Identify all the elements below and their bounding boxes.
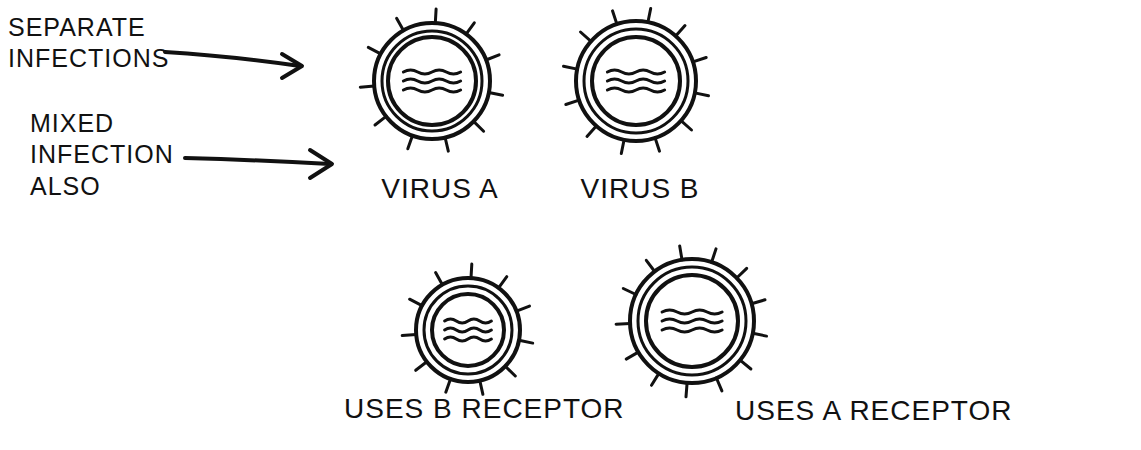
virus-particle [402,264,533,394]
spike-protein [499,277,507,288]
spike-protein [474,121,484,131]
spike-protein [752,300,766,304]
virus-caption: USES A RECEPTOR [735,395,1012,427]
genome-strand [445,337,492,341]
virus-envelope [630,259,754,383]
spike-protein [434,9,438,23]
genome-strand [607,70,664,74]
spike-protein [648,9,651,23]
virus-envelope-inner [584,29,688,133]
spike-protein [466,23,474,34]
spike-protein [737,268,747,278]
spike-protein [740,360,751,369]
spike-protein [712,249,716,262]
virus-envelope-inner [638,267,746,375]
virus-caption: VIRUS B [580,173,699,205]
spike-protein [436,273,443,285]
virus-node: USES A RECEPTOR [620,243,1120,443]
spike-protein [753,333,767,336]
spike-protein [402,334,416,335]
spike-protein [505,366,515,376]
spike-protein [655,138,659,151]
genome-strand [662,328,722,332]
virus-capsid [388,37,476,125]
virus-node: VIRUS B [565,5,715,215]
spike-protein [616,322,630,326]
virus-capsid [592,37,680,125]
spike-protein [410,299,422,306]
spike-protein [446,379,451,392]
arrow-head [310,150,332,178]
spike-protein [445,138,448,152]
spike-protein [375,116,386,125]
virus-envelope-inner [424,286,512,374]
arrow-head [282,54,302,78]
spike-protein [676,26,685,37]
spike-protein [397,18,404,30]
virus-envelope [416,278,520,382]
spike-protein [695,93,709,96]
genome-strand [607,88,664,92]
virus-particle [564,9,709,154]
spike-protein [486,55,499,60]
spike-protein [652,373,659,385]
pointer-arrow [185,158,330,164]
virus-capsid [646,275,738,367]
spike-protein [646,260,654,271]
genome-strand [662,310,722,314]
spike-protein [680,246,682,260]
spike-protein [621,140,624,154]
spike-protein [587,126,596,137]
spike-protein [581,32,592,41]
virus-particle [616,246,766,397]
genome-strand [445,319,492,323]
spike-protein [519,340,533,343]
virus-capsid [432,294,504,366]
virus-caption: USES B RECEPTOR [344,393,625,425]
genome-strand [662,319,722,323]
pointer-arrow [165,52,300,66]
spike-protein [470,264,474,278]
spike-protein [489,93,503,96]
spike-protein [517,306,530,311]
spike-protein [716,378,722,391]
spike-protein [368,47,380,54]
spike-protein [613,11,617,24]
virus-envelope-inner [382,31,482,131]
spike-protein [566,100,579,104]
spike-protein [681,121,692,130]
genome-strand [403,88,460,92]
spike-protein [360,86,374,87]
genome-strand [403,79,460,83]
virus-particle [360,9,502,151]
spike-protein [416,362,427,371]
genome-strand [445,328,492,332]
spike-protein [480,381,483,395]
spike-protein [686,383,687,397]
side-note: SEPARATE INFECTIONS [8,12,158,75]
virus-node: VIRUS A [360,5,520,215]
virus-envelope [576,21,696,141]
spike-protein [693,58,706,62]
genome-strand [607,79,664,83]
side-note: MIXED INFECTION ALSO [30,108,180,202]
virus-node: USES B RECEPTOR [340,255,620,445]
spike-protein [626,352,638,359]
virus-envelope [374,23,490,139]
spike-protein [408,136,413,149]
spike-protein [623,289,636,295]
spike-protein [564,66,578,69]
genome-strand [403,70,460,74]
virus-caption: VIRUS A [381,173,498,205]
